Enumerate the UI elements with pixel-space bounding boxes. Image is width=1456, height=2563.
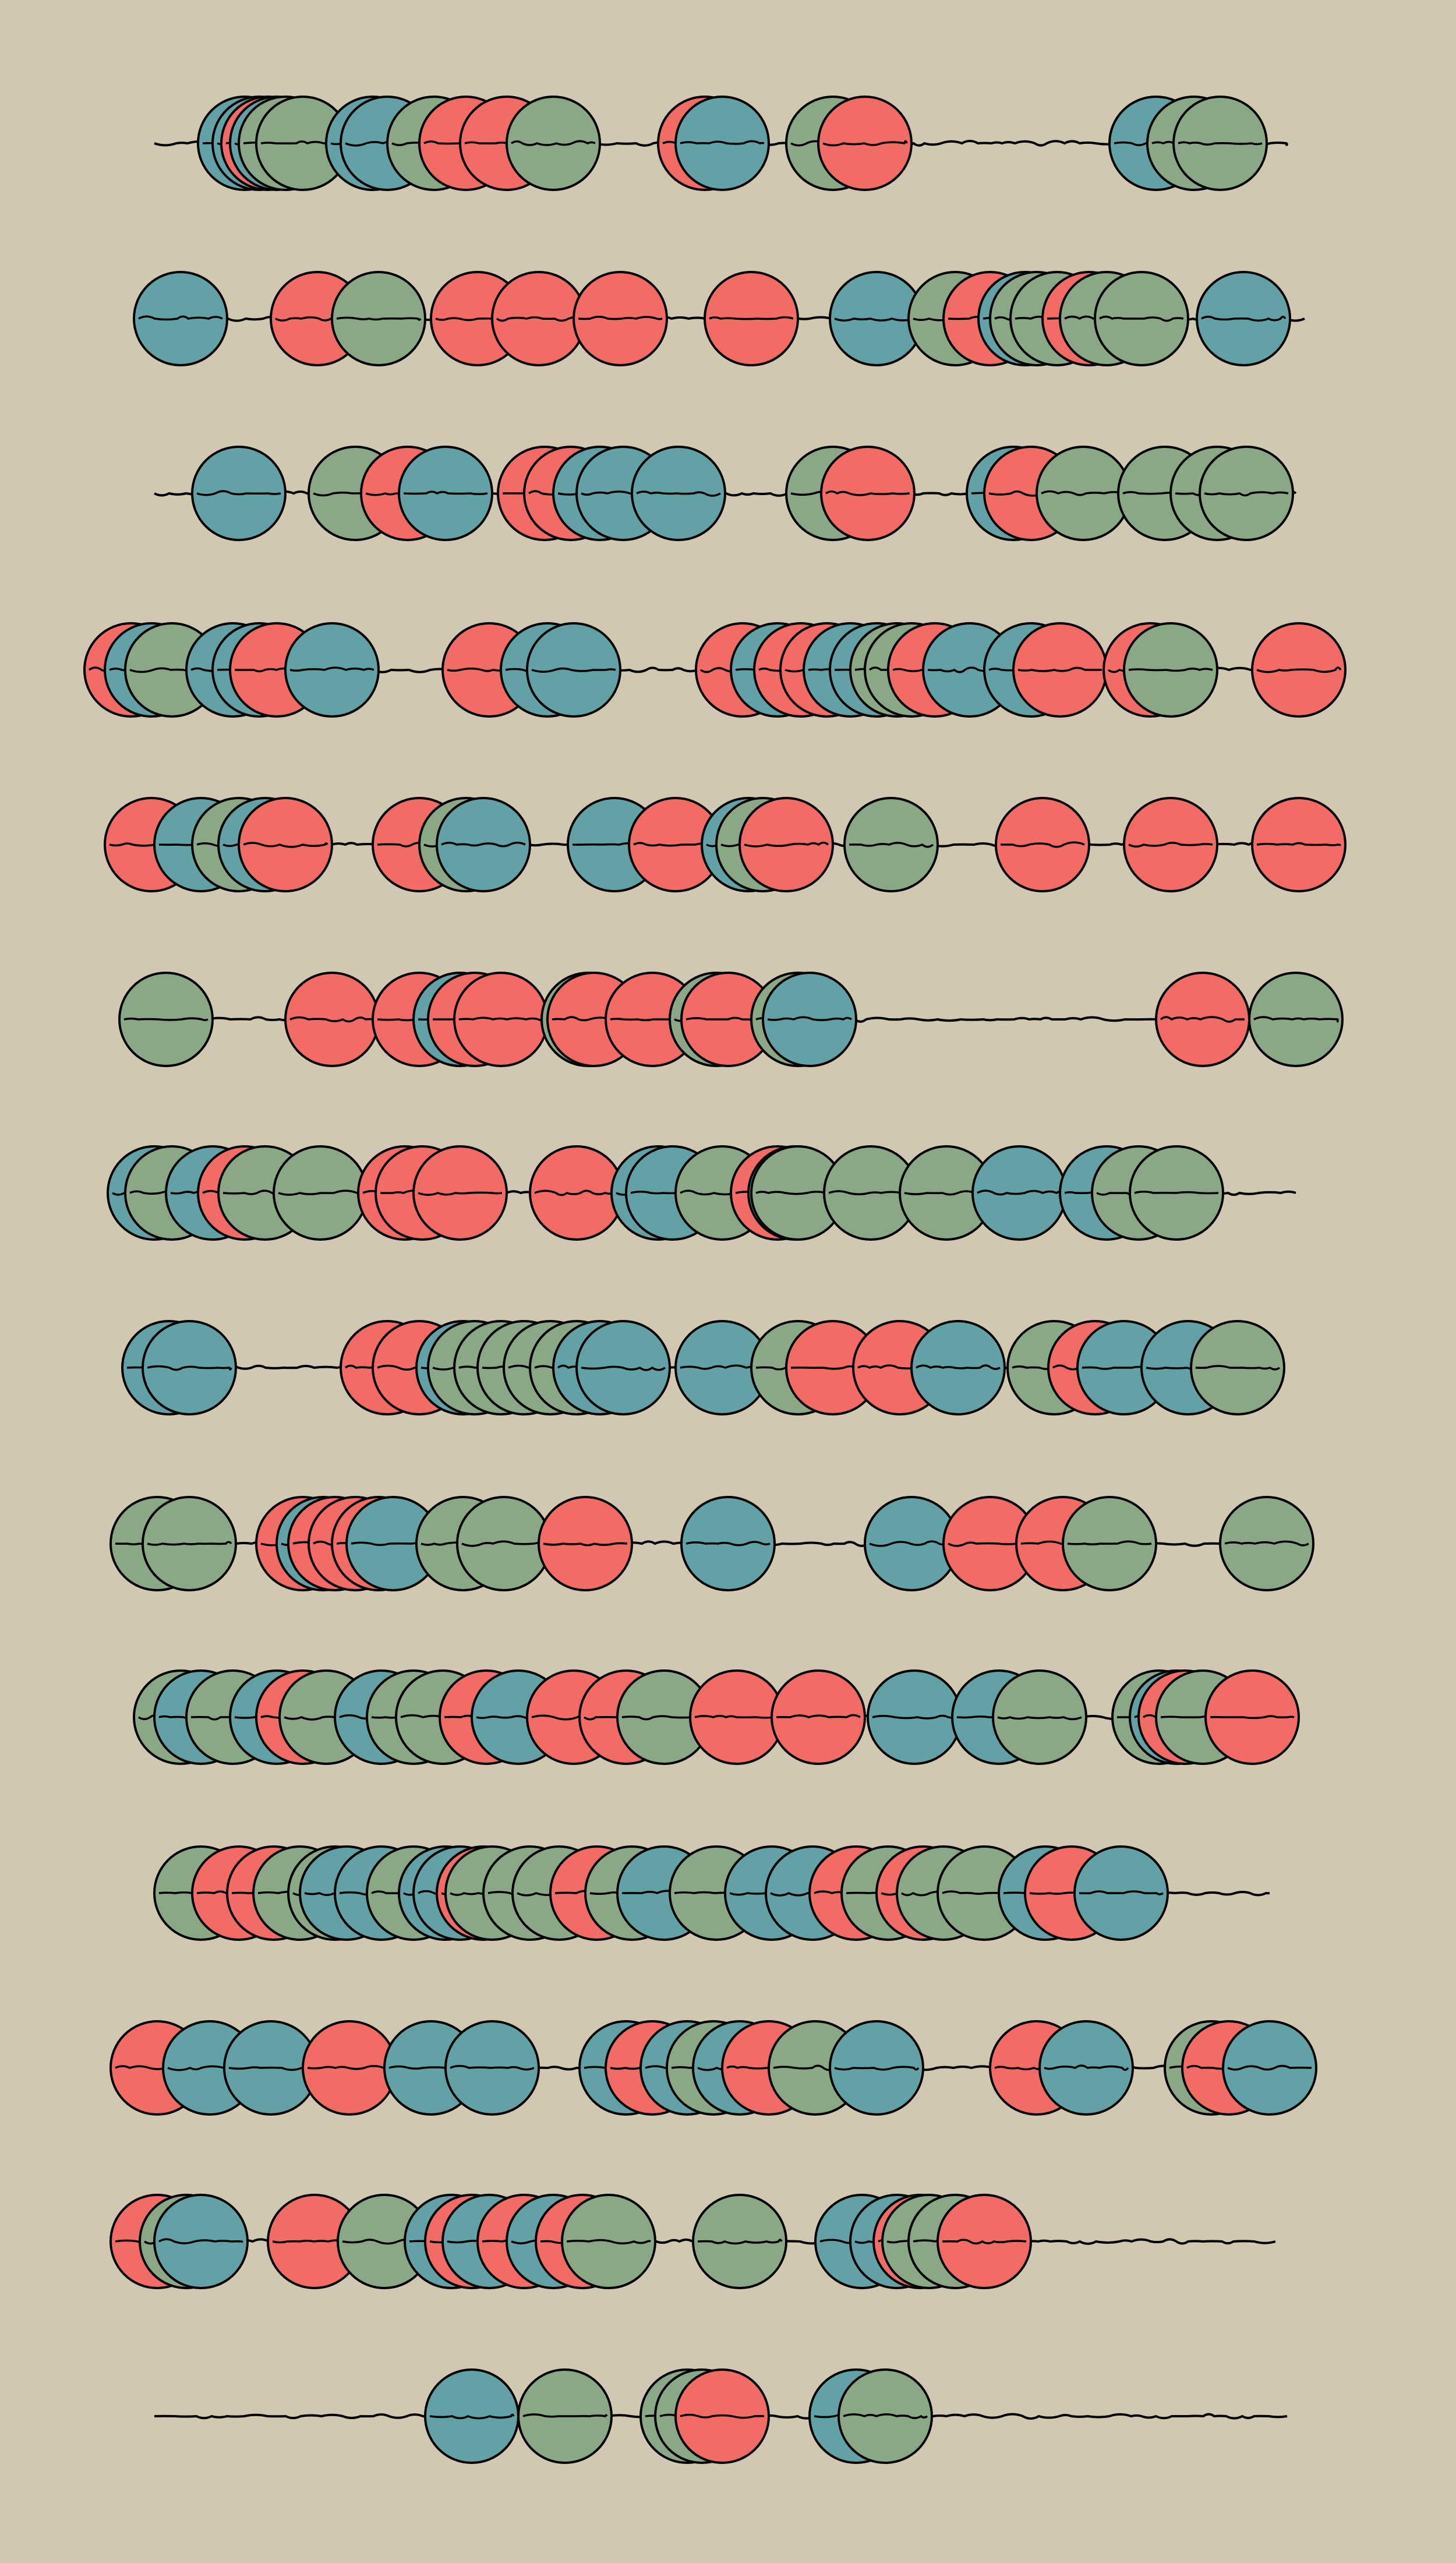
bead-red [538,1496,633,1591]
bead-thread [403,490,488,496]
bead-row [104,797,1347,892]
bead-thread [1227,2064,1312,2071]
bead-thread [1201,315,1287,322]
bead-thread [834,2066,920,2071]
bead-thread [1079,1890,1164,1895]
bead-row [109,2194,1276,2289]
bead-thread [1000,841,1086,848]
bead-thread [1160,1016,1245,1023]
bead-teal [1222,2020,1317,2116]
bead-thread [418,1191,503,1196]
bead-green [837,2368,933,2464]
bead-row [153,1845,1270,1941]
bead-row [109,2020,1317,2116]
bead-thread [461,1540,546,1547]
bead-thread [825,490,910,496]
bead-thread [1256,666,1342,673]
bead-thread [872,1714,957,1720]
bead-thread [581,1365,666,1371]
bead-thread [1067,1540,1152,1545]
bead-thread [511,140,596,146]
bead-green [1219,1496,1314,1591]
bead-thread [1204,491,1289,497]
bead-row [121,1320,1285,1415]
bead-thread [1017,666,1102,672]
bead-thread [158,2238,243,2244]
bead-thread [496,316,581,322]
bead-thread [685,1541,771,1547]
bead-teal [284,622,380,718]
bead-thread [977,1189,1062,1196]
bead-thread [942,2239,1027,2245]
bead-thread [822,140,908,147]
bead-teal [674,96,770,191]
bead-thread [1178,141,1263,146]
bead-red [995,797,1090,892]
bead-red [1251,797,1347,892]
bead-thread [1134,1191,1219,1195]
bead-thread [744,841,829,848]
bead-row [154,446,1297,541]
bead-thread [636,490,721,497]
bead-thread [147,1365,232,1371]
bead-thread [531,667,616,673]
bead-teal [762,972,857,1067]
bead-thread [1195,1365,1281,1371]
bead-thread [849,842,934,848]
bead-thread [1253,1016,1339,1023]
bead-thread [709,316,794,320]
bead-thread [1210,1715,1295,1720]
bead-thread [916,1364,1001,1370]
bead-thread [1256,842,1341,846]
bead-thread [138,315,223,321]
bead-thread [1044,2064,1129,2071]
bead-row [83,622,1347,718]
bead-thread [1128,841,1213,848]
bead-thread [429,2413,515,2420]
bead-row [107,1145,1296,1241]
bead-red [1123,797,1218,892]
bead-row [118,972,1344,1067]
bead-green [1199,446,1294,541]
bead-thread [1128,668,1213,672]
bead-row [154,96,1288,191]
bead-thread [767,1016,853,1021]
bead-thread [680,140,765,145]
bead-row [154,2368,1288,2464]
bead-red [238,797,333,892]
bead-green [1036,446,1131,541]
bead-thread [1224,1540,1309,1547]
bead-row [133,271,1305,366]
bead-thread [522,2413,608,2418]
bead-thread [843,2413,928,2419]
bead-teal [133,271,228,366]
bead-thread [450,2064,535,2071]
bead-row [133,1669,1300,1765]
bead-thread [543,1542,628,1547]
bead-thread [1099,315,1184,322]
bead-rows [83,96,1347,2464]
bead-thread [441,841,526,848]
bead-thread [578,316,663,320]
bead-thread [458,1016,543,1022]
bead-thread [196,490,281,496]
bead-thread [997,1716,1082,1721]
bead-row [109,1496,1314,1591]
bead-red [771,1669,866,1765]
bead-thread [697,2239,783,2245]
bead-thread [534,1189,619,1196]
bead-thread [566,2239,651,2245]
bead-thread [289,666,374,672]
bead-thread [776,1714,861,1718]
bead-thread [336,316,422,321]
bead-thread [869,1540,954,1547]
bead-thread [289,1016,374,1023]
bead-thread [147,1541,232,1546]
bead-thread [680,2413,765,2419]
bead-thread [123,1017,208,1022]
bead-thread [243,842,328,848]
bead-green [692,2194,787,2289]
